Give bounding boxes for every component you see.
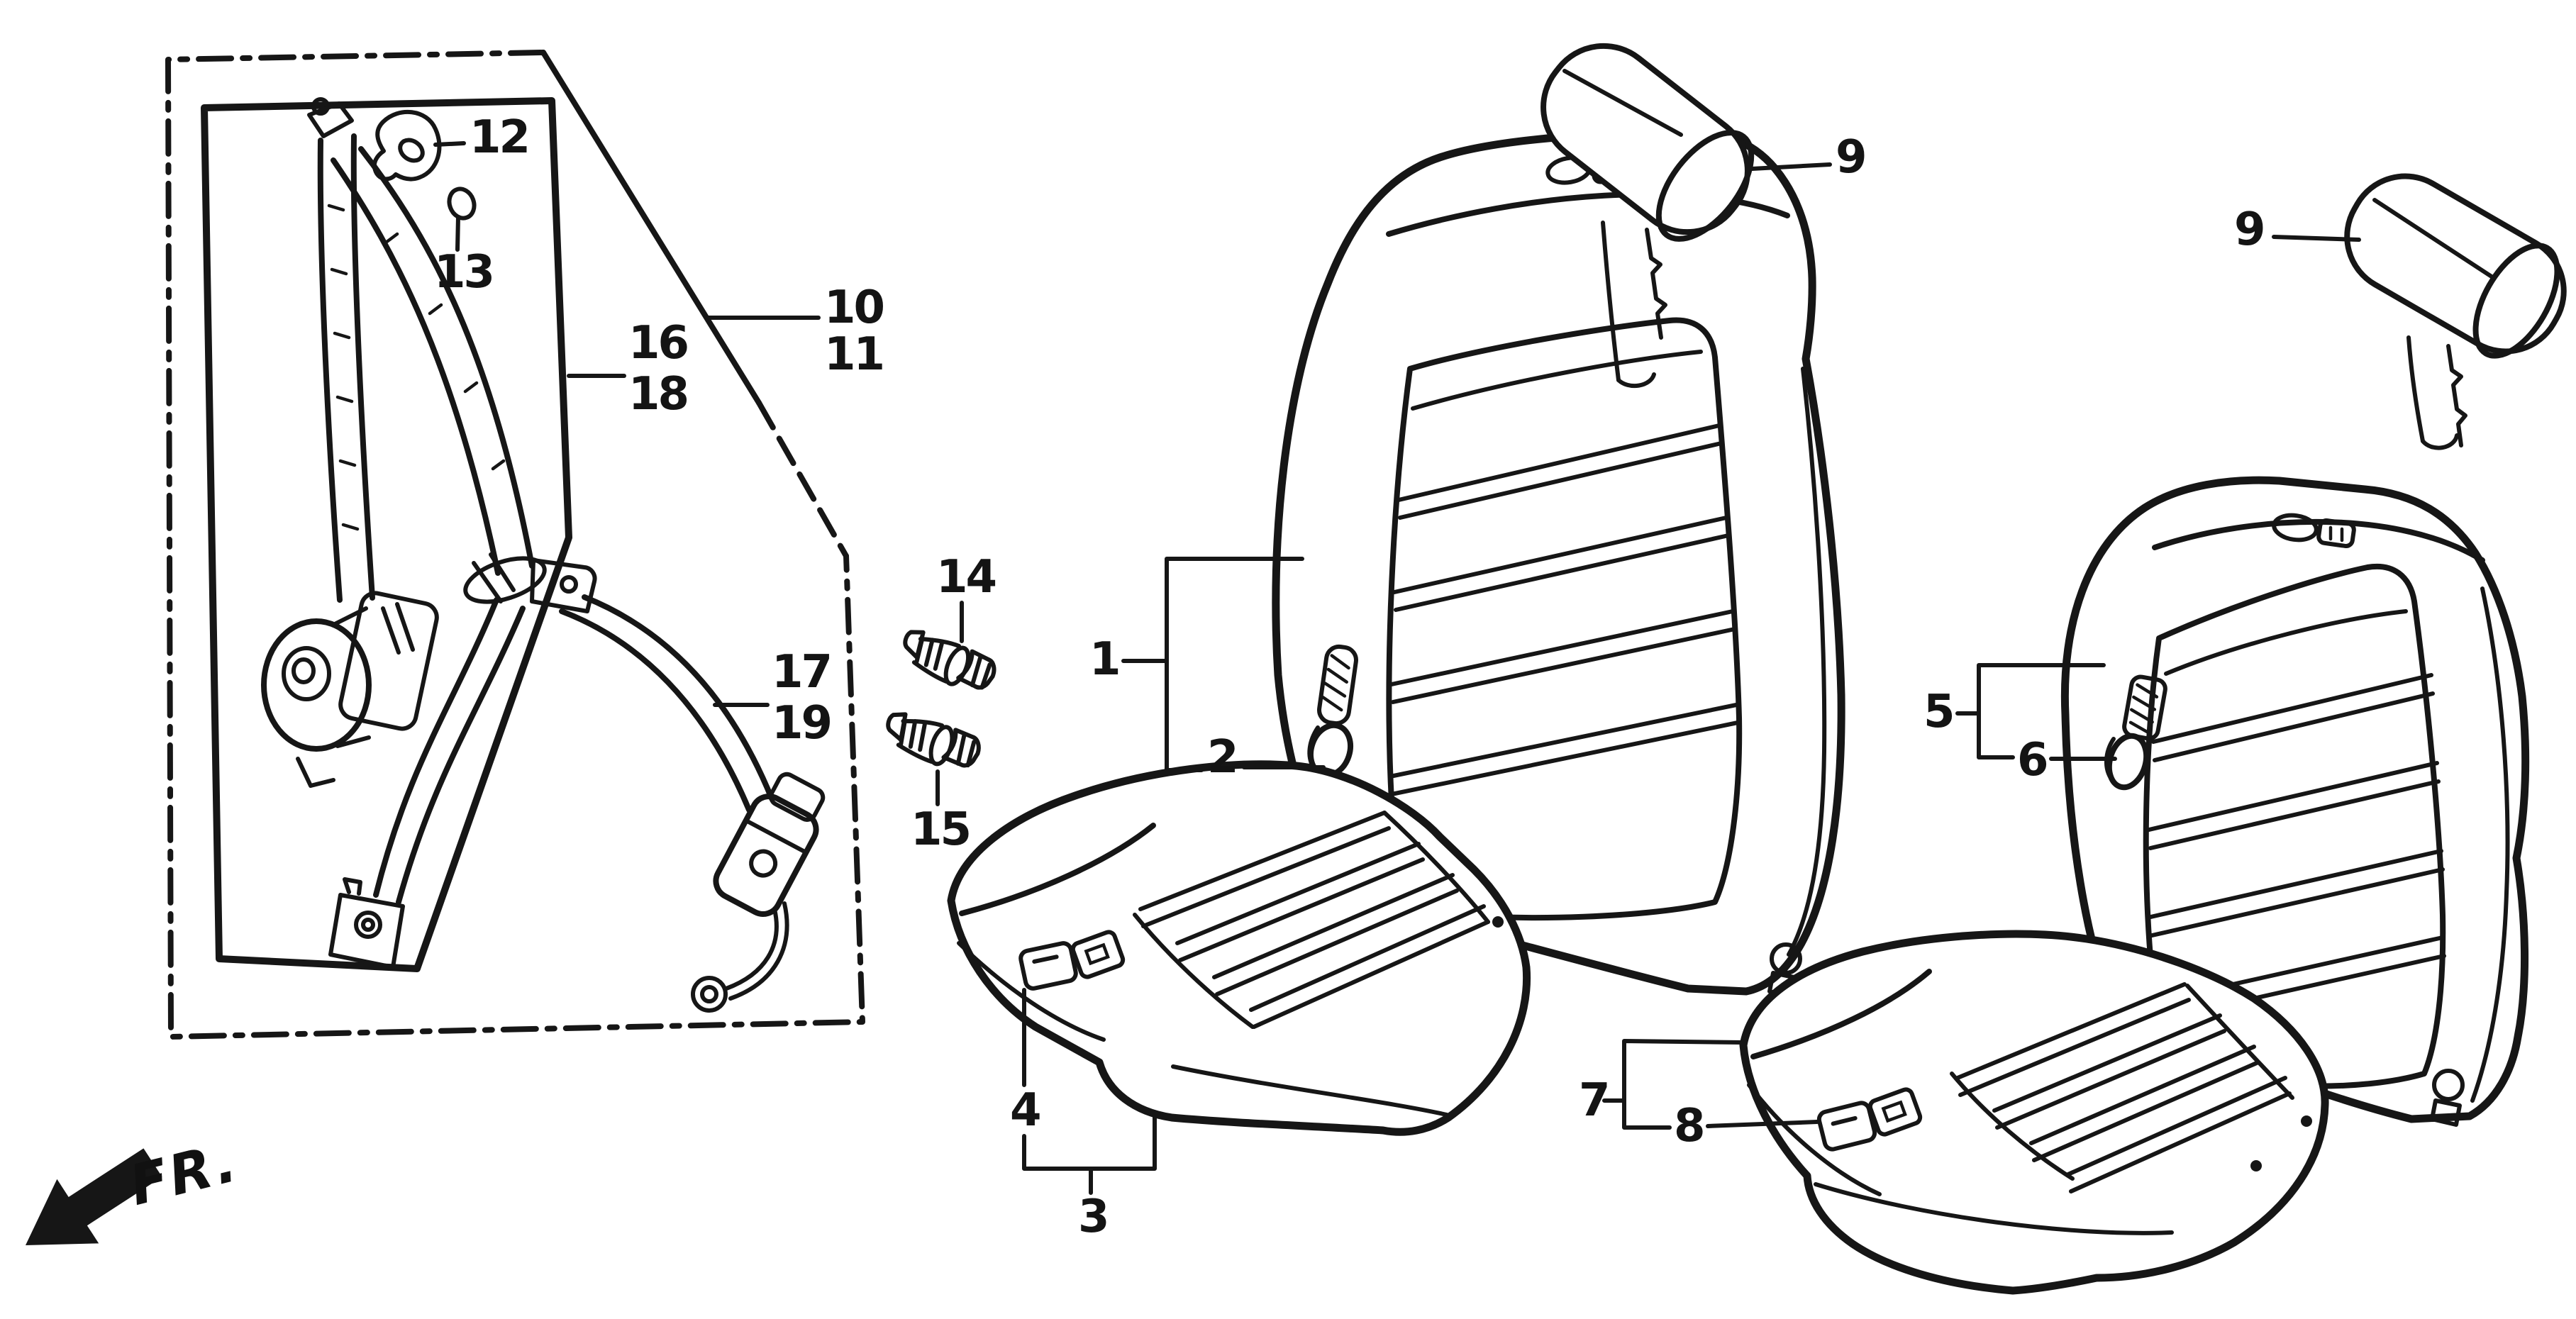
belt-clip-icon (372, 109, 442, 182)
callout-part-8: 8 (1674, 1100, 1705, 1152)
seat-hinge-icon (1770, 942, 1802, 975)
inner-mounting-box (201, 97, 572, 972)
bolt-15-icon (881, 709, 983, 775)
callout-part-5: 5 (1923, 686, 1955, 738)
callout-part-2: 2 (1207, 731, 1238, 784)
seat-belt-boundary-box (165, 50, 865, 1040)
callout-part-3: 3 (1078, 1191, 1109, 1243)
callout-part-1: 1 (1089, 633, 1121, 686)
bolt-14-icon (896, 627, 999, 698)
leader-lines (433, 141, 2361, 1195)
retractor-icon (261, 591, 439, 788)
callout-part-9-right: 9 (2234, 204, 2265, 256)
headrest-left-icon (1540, 43, 1755, 389)
belt-anchor-tab-icon (1018, 941, 1078, 991)
seat-hinge-icon (2432, 1069, 2465, 1101)
seat-back-left-icon (1272, 126, 1845, 999)
seat-cushion-left-icon (947, 760, 1531, 1136)
callout-part-10: 10 (824, 282, 885, 334)
callout-part-16: 16 (628, 317, 689, 369)
callout-part-6: 6 (2017, 734, 2048, 786)
callout-part-13: 13 (434, 246, 495, 299)
seat-belt-assembly-icon (261, 97, 826, 1013)
junction-ring-icon (463, 556, 547, 604)
buckle-icon (691, 772, 826, 1013)
fr-arrow-icon (26, 1148, 162, 1245)
callout-part-17: 17 (772, 646, 833, 699)
floor-anchor-plate-icon (328, 893, 405, 969)
belt-anchor-tab-icon (1816, 1101, 1877, 1152)
callout-part-12: 12 (470, 111, 531, 164)
callout-part-19: 19 (772, 697, 833, 750)
seat-cushion-right-icon (1739, 930, 2329, 1295)
headrest-right-icon (2344, 173, 2567, 450)
callout-part-15: 15 (911, 803, 972, 856)
callout-part-18: 18 (628, 368, 689, 421)
seat-badge-icon (2272, 513, 2319, 542)
callout-part-11: 11 (824, 328, 885, 381)
callout-part-7: 7 (1579, 1074, 1610, 1127)
grommet-icon (447, 187, 477, 252)
callout-part-4: 4 (1010, 1084, 1041, 1137)
callout-part-14: 14 (936, 551, 997, 603)
callout-part-9-left: 9 (1836, 131, 1867, 184)
